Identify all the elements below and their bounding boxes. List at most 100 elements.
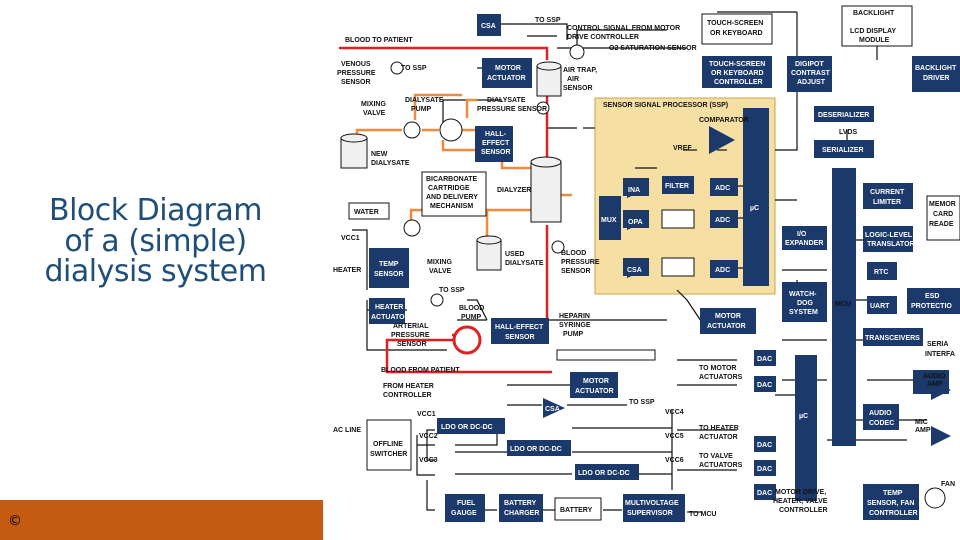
block-ldo1: LDO OR DC-DC xyxy=(441,424,493,431)
label-air-trap-1: AIR TRAP, xyxy=(563,67,597,74)
label-blood-ps-c: SENSOR xyxy=(561,268,591,275)
label-to-valve-act-b: ACTUATORS xyxy=(699,462,743,469)
block-filter: FILTER xyxy=(665,183,689,190)
label-dialysate-ps-b: PRESSURE SENSOR xyxy=(477,106,547,113)
cylinders xyxy=(340,61,562,271)
label-motor-drive-b: HEATER, VALVE xyxy=(773,498,828,505)
label-bicarb-c: AND DELIVERY xyxy=(426,194,478,201)
label-to-heater-act-b: ACTUATOR xyxy=(699,434,738,441)
block-deserializer: DESERIALIZER xyxy=(818,112,869,119)
block-dac5: DAC xyxy=(757,490,772,497)
block-esd-b: PROTECTIO xyxy=(911,303,952,310)
block-temp-fan-a: TEMP xyxy=(883,490,903,497)
label-to-motor-act-a: TO MOTOR xyxy=(699,365,736,372)
label-blood-from-patient: BLOOD FROM PATIENT xyxy=(381,367,460,374)
block-temp-fan-c: CONTROLLER xyxy=(869,510,918,517)
block-io-exp-b: EXPANDER xyxy=(785,240,823,247)
block-transceivers: TRANSCEIVERS xyxy=(865,335,920,342)
title-line-3: dialysis system xyxy=(44,254,267,290)
block-motor-act-low-b: ACTUATOR xyxy=(575,388,614,395)
label-from-heater-a: FROM HEATER xyxy=(383,383,434,390)
label-blood-pump-b: PUMP xyxy=(461,314,482,321)
block-hall-top-c: SENSOR xyxy=(481,149,511,156)
block-watchdog-c: SYSTEM xyxy=(789,309,818,316)
block-watchdog-a: WATCH- xyxy=(789,291,817,298)
block-hall-bottom-a: HALL-EFFECT xyxy=(495,324,544,331)
block-ina: INA xyxy=(628,187,640,194)
amplifier-triangles xyxy=(543,126,951,446)
block-offline-b: SWITCHER xyxy=(370,451,407,458)
block-digipot-c: ADJUST xyxy=(797,79,826,86)
label-air-trap-2: AIR xyxy=(567,76,579,83)
block-ldo2: LDO OR DC-DC xyxy=(510,446,562,453)
block-io-exp-a: I/O xyxy=(797,231,807,238)
label-heparin-b: SYRINGE xyxy=(559,322,591,329)
dialysis-block-diagram: BLOOD TO PATIENT TO SSP CONTROL SIGNAL F… xyxy=(327,0,960,540)
label-ac-line: AC LINE xyxy=(333,427,361,434)
block-mic-amp-b: AMP xyxy=(915,427,931,434)
label-vcc5: VCC5 xyxy=(665,433,684,440)
label-heparin-c: PUMP xyxy=(563,331,584,338)
label-o2-sat: O2 SATURATION SENSOR xyxy=(609,45,697,52)
block-audio-codec-b: CODEC xyxy=(869,420,894,427)
label-blood-ps-b: PRESSURE xyxy=(561,259,600,266)
block-audio-amp-a: AUDIO xyxy=(923,373,946,380)
label-mixing-valve-2b: VALVE xyxy=(429,268,452,275)
label-to-valve-act-a: TO VALVE xyxy=(699,453,733,460)
block-hall-top-a: HALL- xyxy=(485,131,507,138)
label-used-dialysate-b: DIALYSATE xyxy=(505,260,544,267)
block-audio-amp-b: AMP xyxy=(927,381,943,388)
block-logic-a: LOGIC-LEVEL xyxy=(865,232,913,239)
label-vcc6: VCC6 xyxy=(665,457,684,464)
block-fuel-a: FUEL xyxy=(457,500,476,507)
block-temp-sensor-a: TEMP xyxy=(379,261,399,268)
block-touch-ctrl-a: TOUCH-SCREEN xyxy=(709,61,765,68)
label-bicarb-b: CARTRIDGE xyxy=(428,185,470,192)
label-arterial-c: SENSOR xyxy=(397,341,427,348)
diagram-canvas: BLOOD TO PATIENT TO SSP CONTROL SIGNAL F… xyxy=(333,5,960,522)
label-to-ssp-csa: TO SSP xyxy=(629,399,655,406)
label-used-dialysate-a: USED xyxy=(505,251,524,258)
block-dac3: DAC xyxy=(757,442,772,449)
block-csa-ssp: CSA xyxy=(627,267,642,274)
block-motor-act-low-a: MOTOR xyxy=(583,378,609,385)
block-current-limiter-a: CURRENT xyxy=(870,189,905,196)
block-motor-act-mid-a: MOTOR xyxy=(715,313,741,320)
label-vcc2: VCC2 xyxy=(419,433,438,440)
block-dac4: DAC xyxy=(757,466,772,473)
label-venous-3: SENSOR xyxy=(341,79,371,86)
label-to-mcu: TO MCU xyxy=(689,511,716,518)
label-new-dialysate-a: NEW xyxy=(371,151,388,158)
block-esd-a: ESD xyxy=(925,293,939,300)
label-to-motor-act-b: ACTUATORS xyxy=(699,374,743,381)
label-dialysate-pump-b: PUMP xyxy=(411,106,432,113)
label-from-heater-b: CONTROLLER xyxy=(383,392,432,399)
block-dac2: DAC xyxy=(757,382,772,389)
label-lvds: LVDS xyxy=(839,129,857,136)
block-logic-b: TRANSLATOR xyxy=(867,241,915,248)
block-memory-a: MEMOR xyxy=(929,201,956,208)
block-temp-fan-b: SENSOR, FAN xyxy=(867,500,914,507)
outlined-blocks xyxy=(348,5,960,521)
label-fan: FAN xyxy=(941,481,955,488)
block-batt-charger-a: BATTERY xyxy=(504,500,537,507)
block-uc-bottom: µC xyxy=(799,413,808,420)
label-blood-to-patient: BLOOD TO PATIENT xyxy=(345,37,413,44)
label-mcu: MCU xyxy=(835,301,851,308)
block-serializer: SERIALIZER xyxy=(822,147,864,154)
block-motor-act-top-a: MOTOR xyxy=(495,65,521,72)
label-comparator: COMPARATOR xyxy=(699,117,749,124)
block-backlight-driver-a: BACKLIGHT xyxy=(915,65,957,72)
block-digipot-b: CONTRAST xyxy=(791,70,831,77)
diagram-text: BLOOD TO PATIENT TO SSP CONTROL SIGNAL F… xyxy=(333,17,955,518)
block-offline-a: OFFLINE xyxy=(373,441,403,448)
block-shapes xyxy=(369,14,960,522)
block-temp-sensor-b: SENSOR xyxy=(374,271,404,278)
block-dac1: DAC xyxy=(757,356,772,363)
label-control-signal-1: CONTROL SIGNAL FROM MOTOR xyxy=(567,25,680,32)
block-batt-charger-b: CHARGER xyxy=(504,510,539,517)
label-bicarb-d: MECHANISM xyxy=(430,203,473,210)
block-digipot-a: DIGIPOT xyxy=(795,61,825,68)
label-new-dialysate-b: DIALYSATE xyxy=(371,160,410,167)
